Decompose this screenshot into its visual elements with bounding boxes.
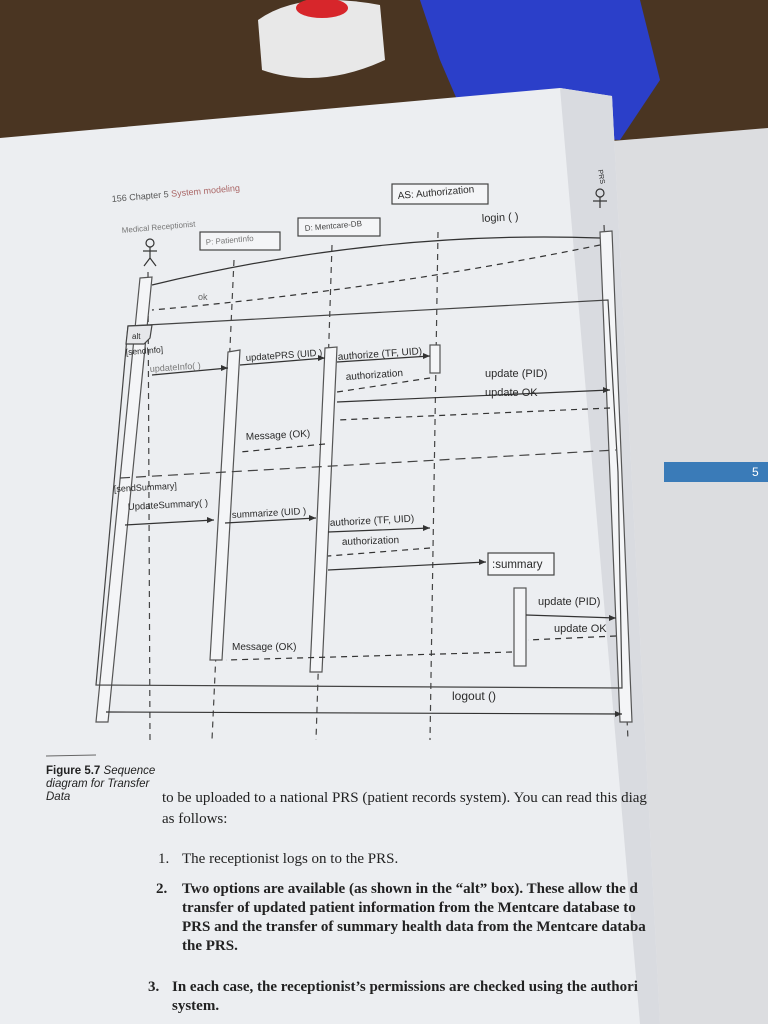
list-3-line-1: In each case, the receptionist’s permiss… [172,979,638,995]
msg-update-ok-1: update OK [485,387,538,399]
msg-update-pid-2: update (PID) [538,596,600,608]
intro-paragraph: to be uploaded to a national PRS (patien… [162,788,662,830]
list-2-line-3: PRS and the transfer of summary health d… [182,919,646,935]
alt-label: alt [132,332,141,341]
guard-sendsummary: [sendSummary] [114,481,177,494]
list-item-1: 1. The receptionist logs on to the PRS. [158,850,398,869]
side-tab [664,462,768,482]
summary-object: :summary [492,559,543,571]
activation-bars [95,230,633,723]
mentcare-db-box [297,217,381,237]
list-text-1: The receptionist logs on to the PRS. [182,851,399,867]
list-3-line-2: system. [172,998,220,1014]
message-arrows [105,236,623,715]
alt-fragment [95,299,623,689]
msg-authorization-2: authorization [342,535,400,548]
authorization-box [391,183,489,205]
patientinfo-box [199,231,281,251]
lifeline-prs: PRS [596,169,605,185]
list-num-1: 1. [158,851,170,867]
guard-sendinfo: [sendInfo] [125,344,163,357]
list-num-2: 2. [156,881,168,897]
figure-label: Figure 5.7 [46,765,101,777]
header-page: 156 [111,193,127,204]
list-item-3: 3. In each case, the receptionist’s perm… [148,978,648,1016]
msg-message-ok-1: Message (OK) [246,429,311,443]
arrowheads [207,353,622,717]
white-object [258,0,385,78]
msg-authorize-2: authorize (TF, UID) [330,514,415,529]
msg-logout: logout () [452,689,496,703]
msg-login: login ( ) [482,211,519,225]
lifeline-patientinfo: P: PatientInfo [205,234,254,247]
list-num-3: 3. [148,979,160,995]
header-chapter: Chapter 5 [129,189,169,202]
msg-message-ok-2: Message (OK) [232,642,296,653]
msg-updateprs: updatePRS (UID ) [245,348,322,364]
intro-line-1: to be uploaded to a national PRS (patien… [162,790,647,806]
list-2-line-2: transfer of updated patient information … [182,900,636,916]
caption-rule [45,754,97,757]
msg-updatesummary: UpdateSummary( ) [128,498,209,513]
figure-caption-text: Sequence diagram for Transfer Data [46,765,156,803]
list-2-line-1: Two options are available (as shown in t… [182,881,638,897]
msg-updateinfo: updateInfo( ) [149,360,201,374]
list-item-2: 2. Two options are available (as shown i… [156,880,646,956]
msg-ok: ok [198,292,208,302]
msg-update-pid-1: update (PID) [485,368,547,380]
figure-caption: Figure 5.7 Sequence diagram for Transfer… [46,765,156,804]
list-2-line-4: the PRS. [182,938,238,954]
actor-icon [143,188,607,267]
side-tab-number: 5 [752,465,759,479]
intro-line-2: as follows: [162,811,228,827]
msg-update-ok-2: update OK [554,623,607,635]
msg-authorization-1: authorization [345,368,403,383]
msg-summarize: summarize (UID ) [232,506,307,521]
summary-box [487,552,555,576]
svg-text:156 Chapter 5 System modeling: 156 Chapter 5 System modeling [111,183,240,204]
